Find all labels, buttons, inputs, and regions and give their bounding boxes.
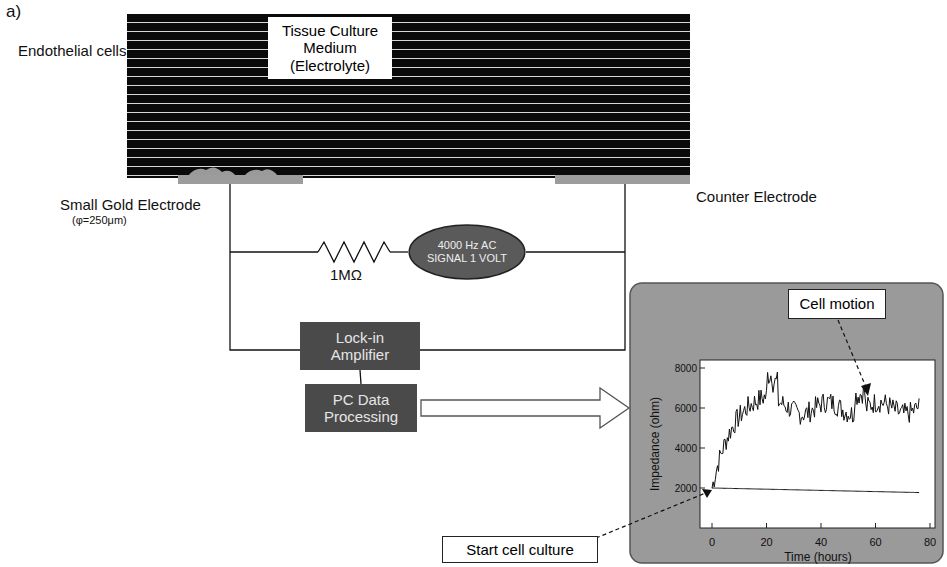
tick-mark bbox=[712, 523, 713, 528]
callout-box: Cell motion bbox=[788, 289, 886, 319]
ac-source: 4000 Hz AC SIGNAL 1 VOLT bbox=[408, 224, 526, 280]
tick-mark bbox=[875, 523, 876, 528]
callout-box: Start cell culture bbox=[442, 536, 598, 563]
component-value: 1MΩ bbox=[330, 266, 362, 283]
tick-mark bbox=[930, 523, 931, 528]
data-flow-arrow bbox=[421, 388, 629, 428]
small-gold-electrode bbox=[178, 175, 303, 184]
arrowhead bbox=[702, 489, 712, 498]
part-label: Counter Electrode bbox=[696, 188, 817, 205]
tick-mark bbox=[700, 448, 705, 449]
panel-letter: a) bbox=[6, 2, 21, 22]
plot-area bbox=[700, 360, 935, 528]
node-text: 4000 Hz AC SIGNAL 1 VOLT bbox=[422, 239, 512, 264]
axis-tick-label: 6000 bbox=[675, 403, 697, 414]
circuit-wires bbox=[230, 184, 625, 350]
axis-tick-label: 40 bbox=[815, 536, 827, 548]
tick-mark bbox=[766, 523, 767, 528]
connector bbox=[360, 370, 361, 384]
connector-line bbox=[360, 370, 361, 384]
axis-tick-label: 20 bbox=[760, 536, 772, 548]
tick-mark bbox=[700, 368, 705, 369]
leader-line bbox=[596, 492, 708, 538]
part-label: Small Gold Electrode bbox=[60, 196, 201, 213]
arrowhead bbox=[861, 383, 871, 396]
tick-mark bbox=[821, 523, 822, 528]
node-text: Start cell culture bbox=[466, 541, 574, 558]
tick-mark bbox=[700, 408, 705, 409]
axis-title: Time (hours) bbox=[784, 550, 852, 564]
empty-electrode-curve bbox=[712, 488, 919, 493]
axis-tick-label: 0 bbox=[709, 536, 715, 548]
endothelial-cells bbox=[188, 167, 278, 176]
culture-medium-band bbox=[127, 14, 690, 178]
counter-electrode bbox=[555, 175, 690, 184]
node-text: Tissue Culture Medium (Electrolyte) bbox=[274, 22, 386, 74]
leader-line bbox=[838, 320, 868, 392]
dimension: (φ=250μm) bbox=[72, 214, 127, 226]
process-box: PC Data Processing bbox=[305, 384, 417, 432]
tick-mark bbox=[700, 488, 705, 489]
axis-tick-label: 4000 bbox=[675, 443, 697, 454]
node-text: Lock-in Amplifier bbox=[306, 329, 414, 364]
medium-label-box: Tissue Culture Medium (Electrolyte) bbox=[268, 17, 392, 79]
axis-tick-label: 80 bbox=[924, 536, 936, 548]
axis-title: Impedance (ohm) bbox=[648, 397, 662, 491]
node-text: PC Data Processing bbox=[311, 391, 411, 426]
chart-panel bbox=[630, 283, 943, 563]
axis-tick-label: 8000 bbox=[675, 363, 697, 374]
resistor-symbol bbox=[318, 242, 390, 262]
process-box: Lock-in Amplifier bbox=[300, 322, 420, 370]
part-label: Endothelial cells bbox=[18, 42, 126, 59]
node-text: Cell motion bbox=[799, 295, 874, 312]
axis-tick-label: 2000 bbox=[675, 483, 697, 494]
axis-tick-label: 60 bbox=[869, 536, 881, 548]
impedance-curve bbox=[712, 372, 919, 488]
